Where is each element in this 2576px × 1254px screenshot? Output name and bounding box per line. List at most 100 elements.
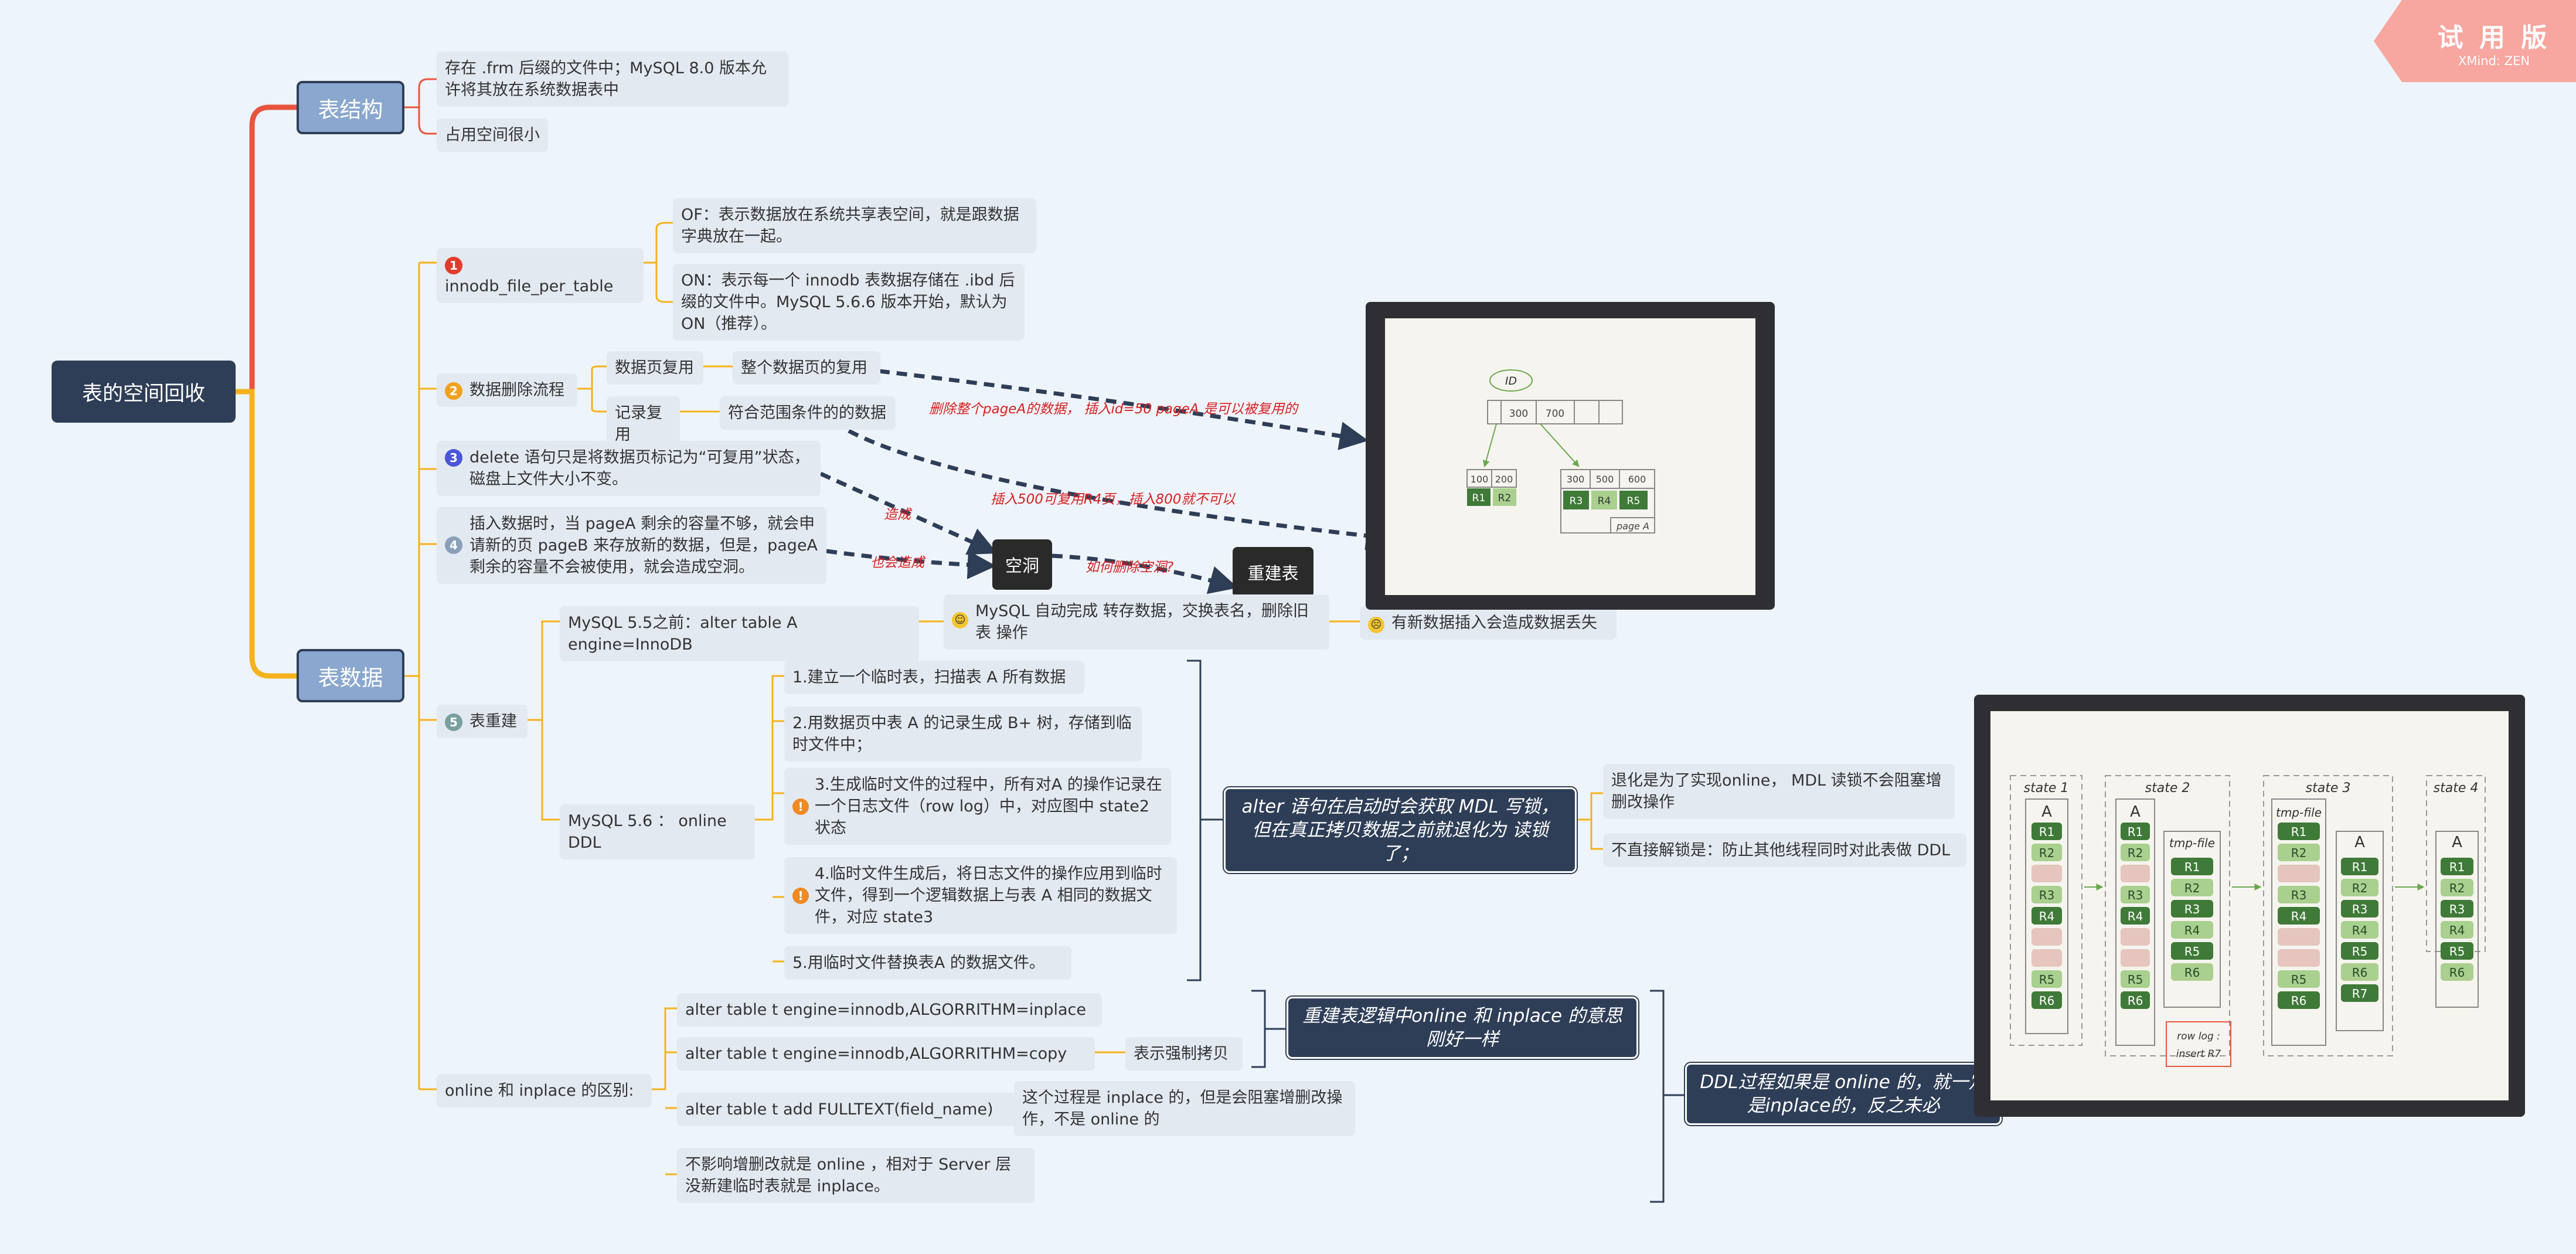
btree-record-r5: R5	[1627, 495, 1641, 507]
state-3-tmp-record: R1	[2291, 825, 2307, 839]
state-4-cell	[2441, 921, 2473, 939]
state-2-table-a: A	[2130, 803, 2141, 821]
state-1-record: R2	[2039, 846, 2055, 860]
state-1-record: R3	[2039, 888, 2055, 902]
ddl-online-callout[interactable]: DDL过程如果是 online 的，就一定是inplace的，反之未必	[1685, 1063, 2002, 1125]
state-3-tmp-cell	[2278, 865, 2320, 882]
server-layer-note[interactable]: 不影响增删改就是 online ，相对于 Server 层没新建临时表就是 in…	[677, 1148, 1035, 1203]
innodb-on-desc[interactable]: ON：表示每一个 innodb 表数据存储在 .ibd 后缀的文件中。MySQL…	[673, 264, 1025, 341]
rebuild-node[interactable]: 重建表	[1233, 547, 1313, 597]
btree-record-r2: R2	[1498, 492, 1512, 504]
state-2-a-record: R5	[2128, 973, 2143, 987]
online-inplace-node[interactable]: online 和 inplace 的区别:	[437, 1074, 652, 1107]
innodb-off-desc[interactable]: OF：表示数据放在系统共享表空间，就是跟数据字典放在一起。	[673, 198, 1036, 253]
online-ddl-step-3[interactable]: !3.生成临时文件的过程中，所有对A 的操作记录在一个日志文件（row log）…	[784, 768, 1171, 845]
structure-storage-note[interactable]: 存在 .frm 后缀的文件中；MySQL 8.0 版本允许将其放在系统数据表中	[437, 52, 788, 107]
btree-right-key-1: 300	[1567, 474, 1585, 485]
trial-banner-shape	[2374, 0, 2576, 82]
delete-statement-text: delete 语句只是将数据页标记为“可复用”状态，磁盘上文件大小不变。	[469, 448, 810, 488]
state-rows: R1R2R3R4R5R6R1R2R3R4R5R6R1R2R3R4R5R6R1R2…	[2031, 823, 2473, 1009]
state-1-cell	[2031, 886, 2062, 903]
state-2-a-cell	[2121, 991, 2150, 1009]
root-topic[interactable]: 表的空间回收	[52, 361, 236, 423]
inplace-cmd[interactable]: alter table t engine=innodb,ALGORRITHM=i…	[677, 993, 1102, 1027]
state-3-tmp-cell	[2278, 991, 2320, 1009]
state-2-a-record: R1	[2128, 825, 2143, 839]
states-drawing: state 1 state 2 state 3 state 4 A A tmp-…	[2010, 775, 2486, 1067]
state-2-tmp-file: tmp-file	[2169, 836, 2215, 850]
record-reuse-desc[interactable]: 符合范围条件的的数据	[720, 396, 896, 430]
fulltext-desc[interactable]: 这个过程是 inplace 的，但是会阻塞增删改操作，不是 online 的	[1014, 1081, 1355, 1136]
mdl-lock-callout[interactable]: alter 语句在启动时会获取 MDL 写锁，但在真正拷贝数据之前就退化为 读锁…	[1224, 787, 1577, 873]
state-4-record: R5	[2449, 944, 2465, 959]
innodb-file-per-table-node[interactable]: 1innodb_file_per_table	[437, 248, 644, 303]
state-4-cell	[2441, 942, 2473, 960]
annotation-how-remove: 如何删除空洞?	[1085, 560, 1174, 575]
copy-cmd[interactable]: alter table t engine=innodb,ALGORRITHM=c…	[677, 1037, 1095, 1071]
topic-table-structure[interactable]: 表结构	[297, 81, 404, 134]
state-3-a-record: R6	[2352, 966, 2368, 980]
page-reuse-node[interactable]: 数据页复用	[607, 351, 703, 385]
online-ddl-step-1[interactable]: 1.建立一个临时表，扫描表 A 所有数据	[784, 661, 1084, 694]
online-ddl-step-2[interactable]: 2.用数据页中表 A 的记录生成 B+ 树，存储到临时文件中；	[784, 706, 1142, 762]
state-2-tmp-cell	[2171, 942, 2213, 960]
state-3-tmp-record: R3	[2291, 888, 2307, 902]
state-2-tmp-record: R3	[2184, 902, 2200, 916]
state-1-cell	[2031, 865, 2062, 882]
state-4-table-a: A	[2452, 834, 2462, 851]
state-4-record: R2	[2449, 881, 2465, 895]
page-reuse-desc[interactable]: 整个数据页的复用	[733, 351, 880, 385]
trial-subtitle: XMind: ZEN	[2458, 54, 2530, 68]
online-ddl-step-3-text: 3.生成临时文件的过程中，所有对A 的操作记录在一个日志文件（row log）中…	[815, 776, 1162, 837]
innodb-file-per-table-label: innodb_file_per_table	[445, 277, 614, 295]
trial-watermark: 试 用 版 XMind: ZEN	[2374, 0, 2576, 82]
online-ddl-step-4-text: 4.临时文件生成后，将日志文件的操作应用到临时文件，得到一个逻辑数据上与表 A …	[815, 865, 1162, 926]
priority-2-icon: 2	[445, 382, 462, 400]
state-2-a-cell	[2121, 970, 2150, 988]
topic-table-data[interactable]: 表数据	[297, 649, 404, 702]
fulltext-cmd[interactable]: alter table t add FULLTEXT(field_name)	[677, 1093, 1032, 1126]
mdl-reason-no-unlock[interactable]: 不直接解锁是：防止其他线程同时对此表做 DDL	[1603, 834, 1966, 867]
state-2-a-cell	[2121, 844, 2150, 861]
annotation-cause: 造成	[884, 507, 911, 522]
state-1-table-a: A	[2041, 803, 2052, 821]
mysql55-warning[interactable]: ☹有新数据插入会造成数据丢失	[1360, 606, 1617, 640]
priority-3-icon: 3	[445, 449, 462, 467]
state-2-a-cell	[2121, 865, 2150, 882]
mdl-reason-online[interactable]: 退化是为了实现online， MDL 读锁不会阻塞增删改操作	[1603, 764, 1955, 819]
state-1-cell	[2031, 970, 2062, 988]
state-3-tmp-cell	[2278, 928, 2320, 946]
mysql55-warning-text: 有新数据插入会造成数据丢失	[1391, 614, 1597, 632]
state-3-a-cell	[2341, 963, 2378, 981]
same-meaning-callout[interactable]: 重建表逻辑中online 和 inplace 的意思刚好一样	[1287, 997, 1638, 1059]
copy-desc[interactable]: 表示强制拷贝	[1125, 1037, 1243, 1071]
mysql55-desc-text: MySQL 自动完成 转存数据，交换表名，删除旧表 操作	[975, 602, 1309, 642]
mysql56-node[interactable]: MySQL 5.6 ： online DDL	[560, 804, 755, 859]
row-log-entry: insert R7	[2176, 1048, 2221, 1060]
hole-node[interactable]: 空洞	[992, 539, 1052, 590]
state-3-tmp-record: R5	[2291, 973, 2307, 987]
delete-statement-node[interactable]: 3 delete 语句只是将数据页标记为“可复用”状态，磁盘上文件大小不变。	[437, 441, 821, 496]
btree-right-key-3: 600	[1628, 474, 1646, 485]
priority-4-icon: 4	[445, 536, 462, 554]
online-ddl-step-5[interactable]: 5.用临时文件替换表A 的数据文件。	[784, 946, 1071, 980]
mysql55-desc[interactable]: ☺MySQL 自动完成 转存数据，交换表名，删除旧表 操作	[944, 594, 1329, 650]
mysql55-node[interactable]: MySQL 5.5之前：alter table A engine=InnoDB	[560, 606, 919, 661]
state-2-a-cell	[2121, 823, 2150, 840]
state-1-record: R4	[2039, 909, 2055, 923]
state-2-a-record: R6	[2128, 994, 2143, 1008]
annotation-also-cause: 也会造成	[870, 555, 924, 570]
online-ddl-step-4[interactable]: !4.临时文件生成后，将日志文件的操作应用到临时文件，得到一个逻辑数据上与表 A…	[784, 857, 1177, 934]
btree-root-label: ID	[1505, 375, 1517, 388]
btree-record-r4: R4	[1598, 495, 1611, 507]
btree-left-key-1: 100	[1471, 474, 1489, 485]
state-4-record: R4	[2449, 923, 2465, 937]
state-2-tmp-cell	[2171, 900, 2213, 917]
state-3-label: state 3	[2306, 781, 2351, 796]
structure-size-note[interactable]: 占用空间很小	[437, 118, 548, 152]
btree-record-r1: R1	[1472, 492, 1486, 504]
